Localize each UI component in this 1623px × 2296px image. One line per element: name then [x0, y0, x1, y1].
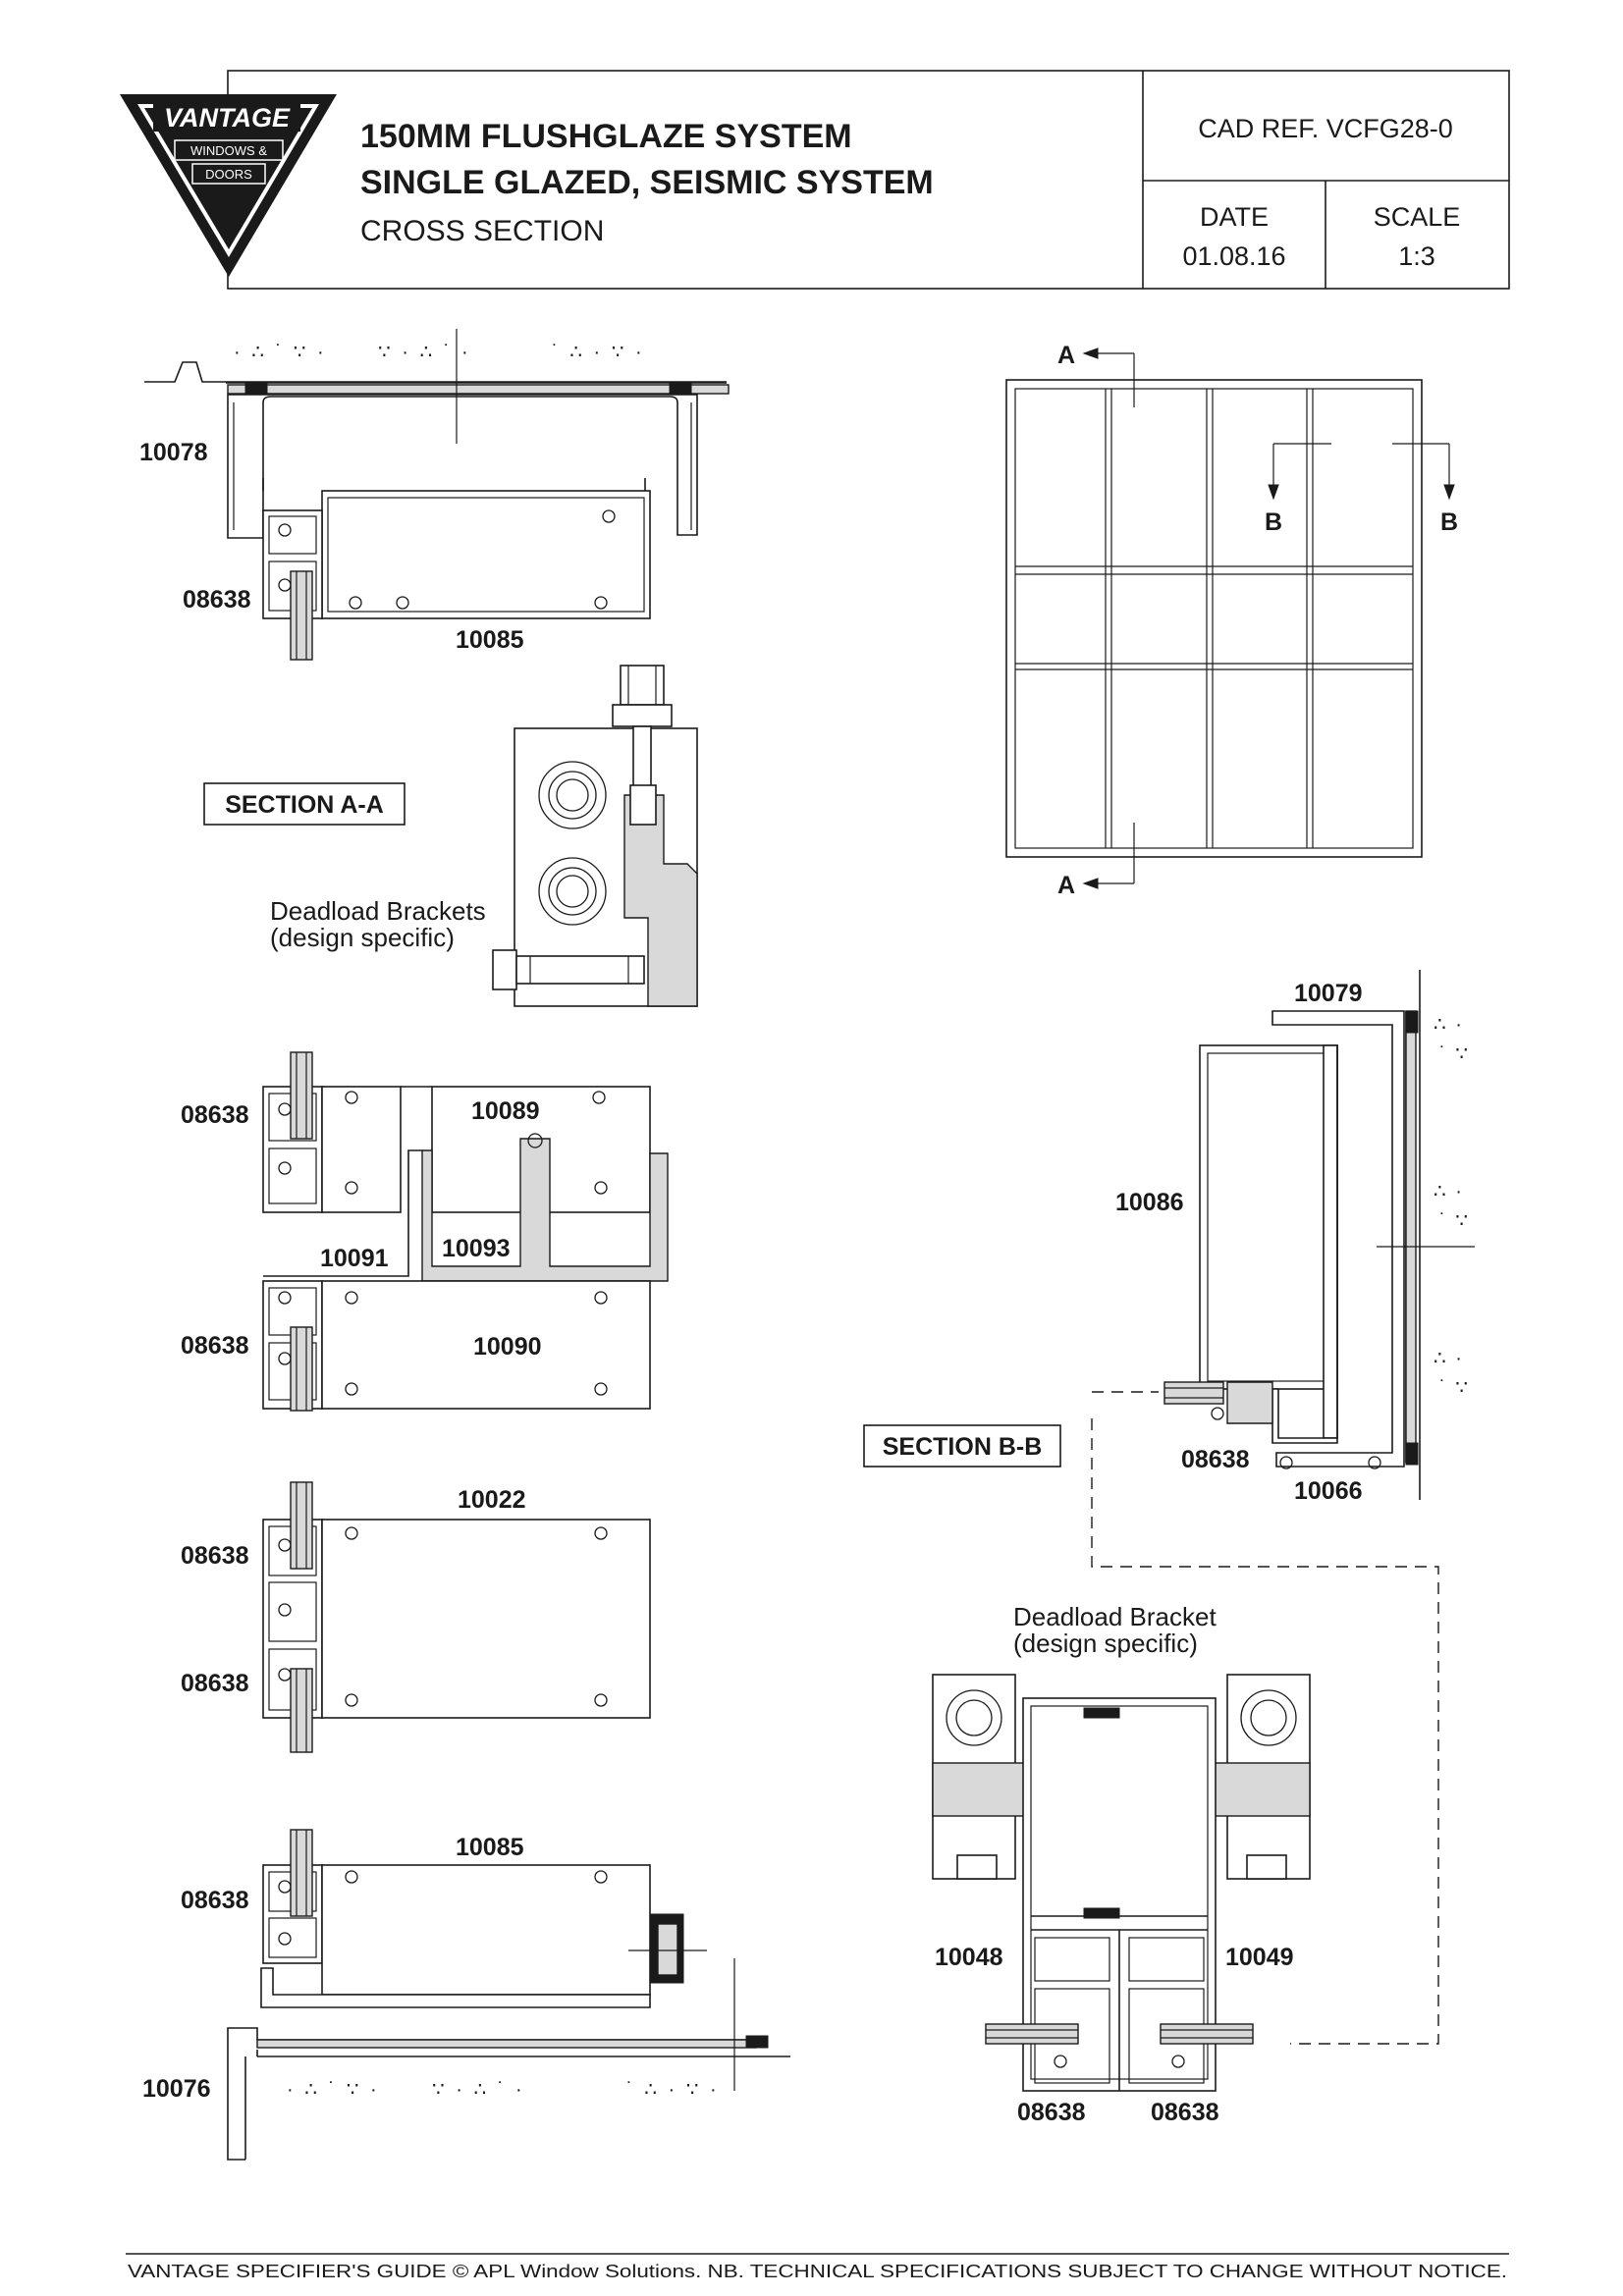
- scale-value: 1:3: [1398, 241, 1435, 271]
- part-08638-fixed-lower: 08638: [181, 1670, 249, 1697]
- part-08638-head: 08638: [183, 586, 251, 614]
- svg-text:˙ ∴ · ∵ ·: ˙ ∴ · ∵ ·: [626, 2079, 720, 2101]
- bracket-note-line1: Deadload Bracket: [1013, 1602, 1217, 1631]
- bracket-nut-upper: [538, 761, 607, 829]
- part-08638-sill: 08638: [181, 1887, 249, 1914]
- head-detail: · ∴ ˙ ∵ · ∵ · ∴ ˙ · ˙ ∴ · ∵ · 10078 0863…: [139, 329, 730, 661]
- part-10090: 10090: [473, 1333, 542, 1361]
- logo-sub1-text: WINDOWS &: [190, 143, 267, 158]
- cad-ref: CAD REF. VCFG28-0: [1198, 114, 1453, 143]
- section-aa-label: SECTION A-A: [225, 791, 384, 819]
- svg-text:˙ ∵: ˙ ∵: [1439, 1043, 1470, 1065]
- footer: VANTAGE SPECIFIER'S GUIDE © APL Window S…: [126, 2253, 1509, 2281]
- part-08638-jamb: 08638: [1181, 1446, 1250, 1473]
- part-10091: 10091: [320, 1245, 389, 1272]
- bracket-nut-lower: [538, 857, 607, 926]
- svg-text:˙ ∵: ˙ ∵: [1439, 1210, 1470, 1232]
- marker-b-right: B: [1440, 508, 1458, 536]
- footer-text: VANTAGE SPECIFIER'S GUIDE © APL Window S…: [128, 2262, 1507, 2281]
- part-10085-sill: 10085: [456, 1834, 524, 1861]
- concrete-hatch-sill: · ∴ ˙ ∵ · ∵ · ∴ ˙ · ˙ ∴ · ∵ ·: [287, 2079, 720, 2101]
- vantage-logo: VANTAGE WINDOWS & DOORS: [120, 94, 337, 277]
- brackets-note-line1: Deadload Brackets: [270, 896, 486, 926]
- window-elevation: A A B B: [1005, 342, 1458, 899]
- marker-a-bottom: A: [1057, 872, 1075, 899]
- mullion-bracket-detail: Deadload Bracket (design specific): [932, 1602, 1311, 2126]
- part-10089: 10089: [471, 1097, 540, 1125]
- part-10079: 10079: [1294, 980, 1363, 1007]
- concrete-hatch-jamb: ∴ · ˙ ∵ ∴ · ˙ ∵ ∴ · ˙ ∵: [1434, 1014, 1470, 1399]
- fixed-frame-detail: 10022 08638 08638: [181, 1481, 651, 1753]
- sill-detail: · ∴ ˙ ∵ · ∵ · ∴ ˙ · ˙ ∴ · ∵ · 10085 0863…: [142, 1829, 790, 2161]
- svg-text:∴ ·: ∴ ·: [1434, 1014, 1464, 1036]
- date-label: DATE: [1200, 202, 1269, 232]
- detail-callout-dashed: [1091, 1418, 1439, 2045]
- logo-sub2-text: DOORS: [205, 167, 252, 182]
- concrete-hatch-head: · ∴ ˙ ∵ · ∵ · ∴ ˙ · ˙ ∴ · ∵ ·: [234, 342, 645, 363]
- svg-text:∴ ·: ∴ ·: [1434, 1348, 1464, 1369]
- part-08638-mullion-right: 08638: [1151, 2099, 1219, 2126]
- date-value: 01.08.16: [1182, 241, 1285, 271]
- brackets-note-line2: (design specific): [270, 923, 455, 952]
- svg-text:˙ ∴ · ∵ ·: ˙ ∴ · ∵ ·: [552, 342, 645, 363]
- title-block: VANTAGE WINDOWS & DOORS 150MM FLUSHGLAZE…: [120, 70, 1510, 290]
- svg-text:· ∴ ˙ ∵ ·: · ∴ ˙ ∵ ·: [234, 342, 327, 363]
- part-10093: 10093: [442, 1235, 511, 1262]
- section-aa: SECTION A-A Deadload Brackets (design sp…: [203, 782, 486, 952]
- part-10076: 10076: [142, 2075, 211, 2103]
- transom-detail: 08638 10089 10091 10093 08638 10090: [181, 1051, 669, 1412]
- svg-text:˙ ∵: ˙ ∵: [1439, 1377, 1470, 1399]
- part-10066: 10066: [1294, 1477, 1363, 1505]
- deadload-brackets-drawing: [492, 665, 698, 1007]
- svg-text:∴ ·: ∴ ·: [1434, 1181, 1464, 1202]
- part-10022: 10022: [458, 1486, 526, 1514]
- jamb-detail: ∴ · ˙ ∵ ∴ · ˙ ∵ ∴ · ˙ ∵ SECTION B-B 1007…: [863, 970, 1475, 1505]
- part-08638-fixed-upper: 08638: [181, 1542, 249, 1570]
- bracket-note-line2: (design specific): [1013, 1629, 1198, 1658]
- svg-text:∵ · ∴ ˙ ·: ∵ · ∴ ˙ ·: [432, 2079, 525, 2101]
- part-10085-head: 10085: [456, 626, 524, 654]
- title-line-2: SINGLE GLAZED, SEISMIC SYSTEM: [360, 164, 934, 201]
- part-08638-mullion-left: 08638: [1017, 2099, 1086, 2126]
- part-10078: 10078: [139, 439, 208, 466]
- title-line-1: 150MM FLUSHGLAZE SYSTEM: [360, 118, 852, 155]
- title-line-3: CROSS SECTION: [360, 215, 604, 247]
- marker-a-top: A: [1057, 342, 1075, 369]
- scale-label: SCALE: [1374, 202, 1461, 232]
- part-10086: 10086: [1115, 1189, 1184, 1216]
- part-08638-transom-lower: 08638: [181, 1332, 249, 1360]
- svg-text:· ∴ ˙ ∵ ·: · ∴ ˙ ∵ ·: [287, 2079, 380, 2101]
- part-10048: 10048: [935, 1944, 1003, 1971]
- logo-brand-text: VANTAGE: [164, 103, 291, 133]
- marker-b-left: B: [1265, 508, 1282, 536]
- part-08638-transom-upper: 08638: [181, 1101, 249, 1129]
- svg-text:∵ · ∴ ˙ ·: ∵ · ∴ ˙ ·: [378, 342, 471, 363]
- part-10049: 10049: [1225, 1944, 1294, 1971]
- section-bb-label: SECTION B-B: [883, 1433, 1043, 1461]
